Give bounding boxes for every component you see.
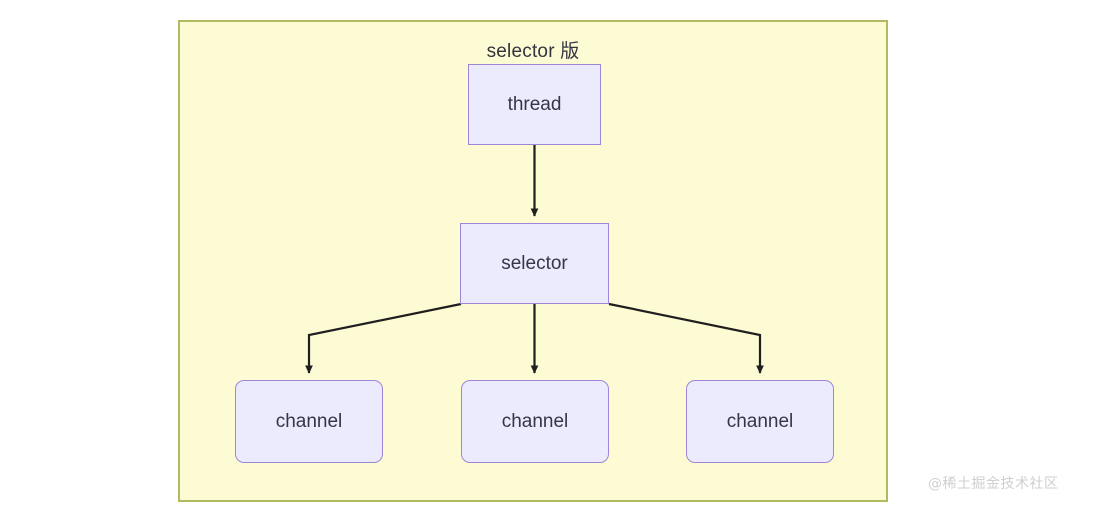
edge-selector-to-channel-1 bbox=[305, 302, 462, 374]
node-channel-3[interactable]: channel bbox=[686, 380, 834, 463]
watermark: @稀土掘金技术社区 bbox=[928, 476, 1059, 492]
node-selector-label: selector bbox=[501, 252, 568, 274]
node-channel-2-label: channel bbox=[501, 410, 569, 432]
node-channel-2[interactable]: channel bbox=[461, 380, 609, 463]
edge-selector-to-channel-3 bbox=[608, 302, 764, 374]
node-channel-1-label: channel bbox=[275, 410, 343, 432]
diagram-title: selector 版 bbox=[486, 41, 580, 62]
node-thread-label: thread bbox=[507, 93, 562, 115]
diagram-frame: selector 版 thread selector channel bbox=[178, 20, 888, 502]
node-selector[interactable]: selector bbox=[460, 223, 609, 304]
node-channel-1[interactable]: channel bbox=[235, 380, 383, 463]
node-thread[interactable]: thread bbox=[468, 64, 601, 145]
node-channel-3-label: channel bbox=[726, 410, 794, 432]
